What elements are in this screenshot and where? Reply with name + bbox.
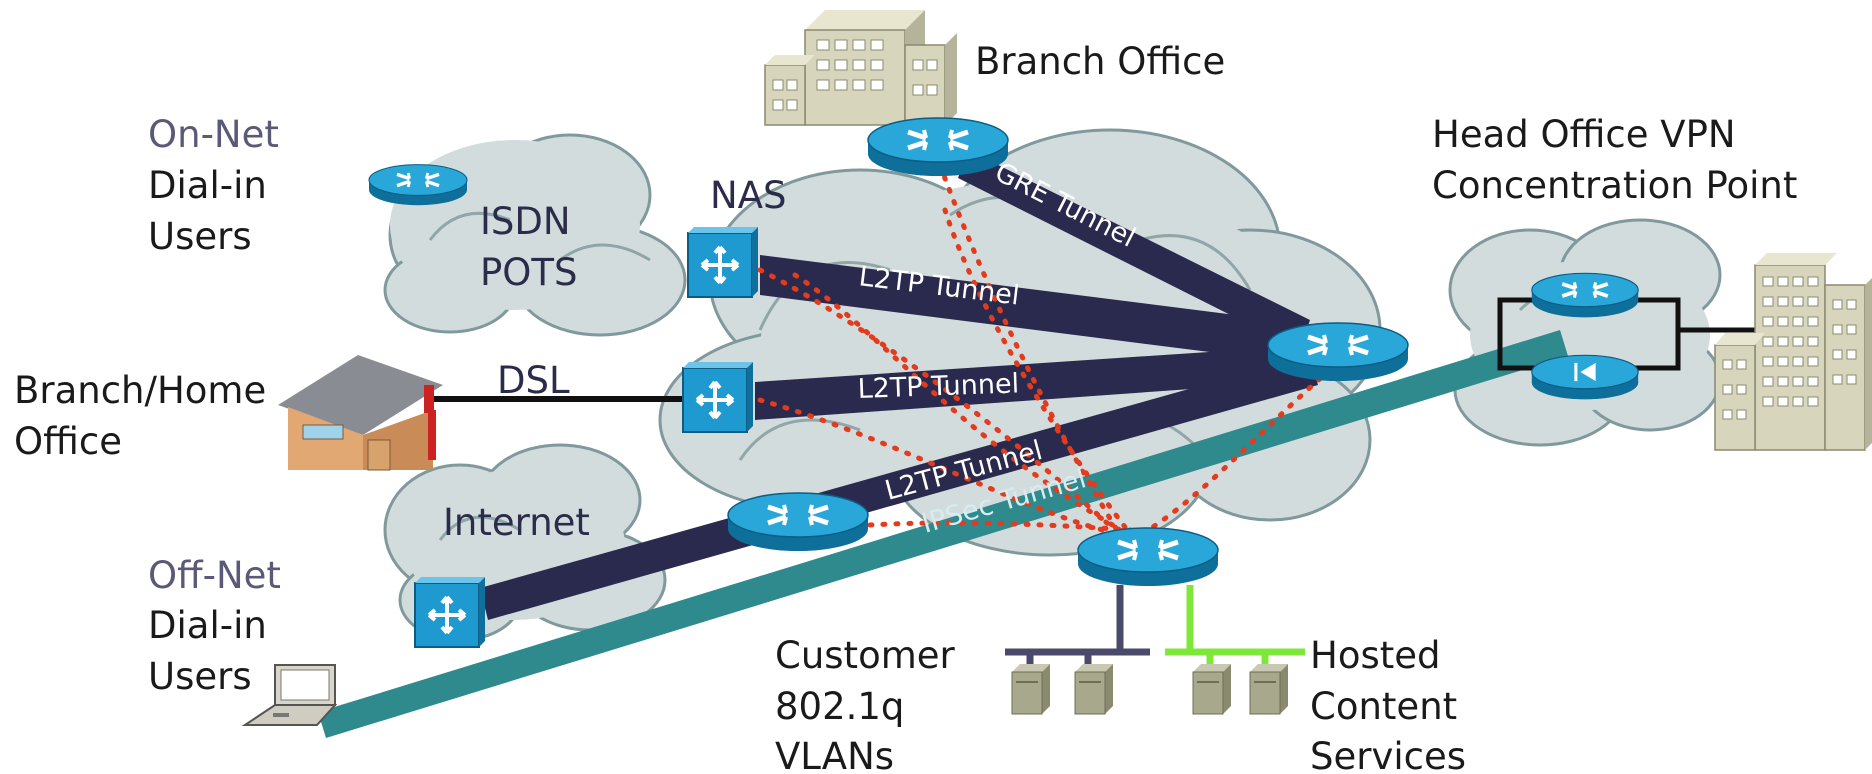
branch-home-label-1: Branch/Home [14, 369, 266, 412]
hub-router-icon [1268, 323, 1408, 381]
pe-router-icon [1078, 528, 1218, 586]
head-office-building-icon [1714, 253, 1872, 451]
off-net-dial-in-label: Dial-in [148, 604, 267, 647]
branch-office-label: Branch Office [975, 40, 1225, 83]
hosted-server-icon-1 [1192, 663, 1232, 715]
off-net-label: Off-Net [148, 554, 281, 597]
branch-home-label-2: Office [14, 420, 122, 463]
nas-switch-icon [686, 225, 760, 299]
firewall-icon [1531, 354, 1639, 400]
hosted-vlan-bus [1165, 585, 1305, 670]
dsl-switch-icon [681, 360, 755, 434]
hosted-label-1: Hosted [1310, 634, 1441, 677]
internet-switch-icon [413, 575, 487, 649]
gre-tunnel [958, 150, 1310, 350]
customer-server-icon-1 [1011, 663, 1051, 715]
l2tp-tunnel-low [480, 355, 1318, 620]
customer-vlan-bus [1005, 585, 1150, 670]
vlan-dotted-paths [757, 162, 1333, 543]
hosted-server-icon-2 [1249, 663, 1289, 715]
l2tp-tunnel-label-mid: L2TP Tunnel [857, 368, 1019, 405]
onnet-router-icon [367, 162, 469, 207]
ipsec-tunnel [318, 330, 1568, 738]
off-net-users-label: Users [148, 655, 252, 698]
head-office-router-icon [1529, 271, 1641, 320]
house-icon [278, 355, 443, 471]
branch-office-building-icon [764, 10, 957, 126]
on-net-dial-in-label: Dial-in [148, 164, 267, 207]
laptop-icon [241, 664, 338, 726]
internet-router-icon [728, 493, 868, 551]
internet-label: Internet [443, 501, 590, 544]
head-office-label-1: Head Office VPN [1432, 113, 1736, 156]
isdn-label: ISDN [480, 200, 571, 243]
customer-server-icon-2 [1074, 663, 1114, 715]
customer-label-2: 802.1q [775, 685, 904, 728]
branch-router-icon [868, 118, 1008, 176]
hosted-label-2: Content [1310, 685, 1457, 728]
customer-label-1: Customer [775, 634, 956, 677]
dsl-label: DSL [497, 359, 570, 402]
nas-label: NAS [710, 174, 786, 217]
head-office-label-2: Concentration Point [1432, 164, 1797, 207]
customer-label-3: VLANs [775, 735, 894, 774]
l2tp-tunnel-top [760, 255, 1315, 365]
hosted-label-3: Services [1310, 735, 1466, 774]
on-net-users-label: Users [148, 215, 252, 258]
pots-label: POTS [480, 251, 578, 294]
l2tp-tunnel-mid [755, 345, 1318, 420]
on-net-label: On-Net [148, 113, 279, 156]
